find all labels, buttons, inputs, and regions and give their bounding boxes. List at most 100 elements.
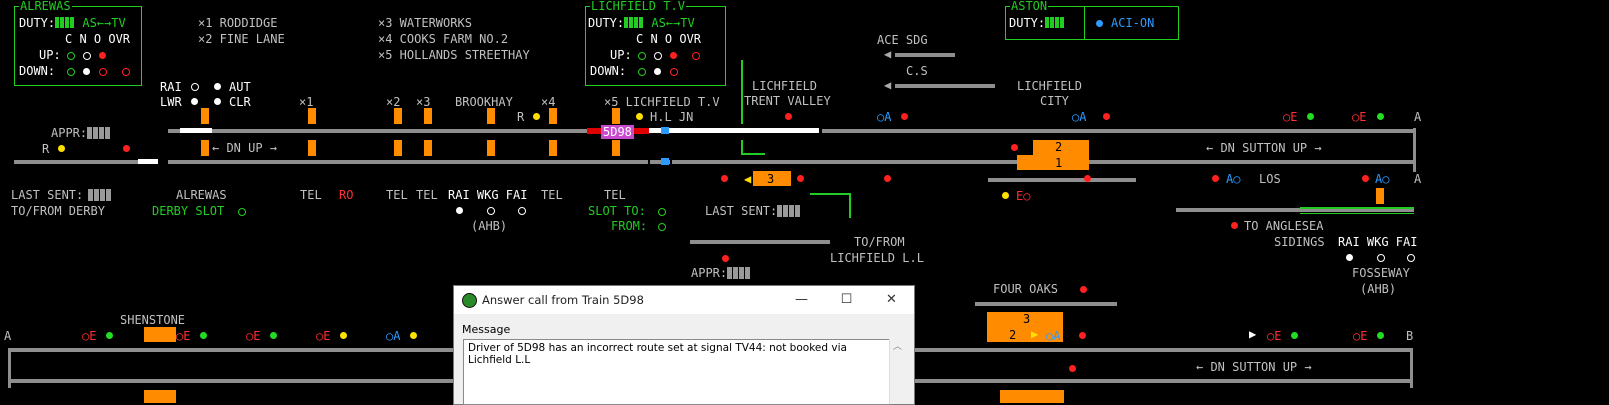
signal-green[interactable]: [1377, 113, 1384, 120]
signal-red[interactable]: [721, 175, 728, 182]
aut-indicator[interactable]: [214, 83, 221, 90]
track-down-sutton[interactable]: [8, 379, 453, 383]
message-textbox[interactable]: Driver of 5D98 has an incorrect route se…: [463, 339, 891, 405]
berth-2b[interactable]: 2: [1009, 328, 1017, 342]
crossing-box[interactable]: [201, 108, 209, 124]
track-anglesea[interactable]: [1176, 208, 1414, 212]
signal-red[interactable]: [1212, 175, 1219, 182]
track-route-set[interactable]: [138, 159, 158, 164]
alrewas-up-n[interactable]: [83, 52, 91, 60]
signal-red[interactable]: [1231, 222, 1238, 229]
berth-3[interactable]: 3: [767, 172, 775, 186]
track-route-set[interactable]: [649, 128, 819, 133]
signal-red[interactable]: [1103, 113, 1110, 120]
crossing-box[interactable]: [424, 140, 432, 156]
track-route-set[interactable]: [180, 128, 212, 133]
signal-yellow[interactable]: [410, 332, 417, 339]
four-oaks-platform-down[interactable]: [1000, 390, 1064, 403]
shenstone-platform-down[interactable]: [144, 390, 176, 403]
wkg-indicator[interactable]: [1377, 254, 1385, 262]
rai-indicator[interactable]: [191, 83, 199, 91]
berth-3b[interactable]: 3: [1023, 312, 1031, 326]
signal-red[interactable]: [1079, 332, 1086, 339]
clr-indicator[interactable]: [214, 98, 221, 105]
crossing-box[interactable]: [549, 140, 557, 156]
crossing-box[interactable]: [394, 140, 402, 156]
signal-yellow[interactable]: [1002, 192, 1009, 199]
aston-aci-label[interactable]: ACI-ON: [1111, 16, 1155, 30]
crossing-box[interactable]: [612, 108, 620, 124]
track-down-main[interactable]: [168, 160, 568, 164]
lichfield-tv-down-n[interactable]: [654, 68, 661, 75]
signal-red[interactable]: [1080, 286, 1087, 293]
derby-slot-indicator[interactable]: [238, 208, 246, 216]
signal-red[interactable]: [901, 113, 908, 120]
alrewas-up-o[interactable]: [99, 52, 106, 59]
track-cs[interactable]: [950, 84, 995, 88]
track-up-sutton[interactable]: [8, 348, 453, 352]
crossing-box[interactable]: [308, 140, 316, 156]
track-up-main[interactable]: [212, 129, 587, 133]
signal-green[interactable]: [1307, 113, 1314, 120]
lichfield-tv-platform[interactable]: [753, 171, 791, 186]
lichfield-tv-up-o[interactable]: [670, 52, 677, 59]
signal-red[interactable]: [123, 145, 130, 152]
signal-red[interactable]: [884, 175, 891, 182]
slot-to-indicator[interactable]: [658, 208, 666, 216]
minimize-button[interactable]: —: [795, 292, 808, 307]
lichfield-tv-duty-mode[interactable]: AS←→TV: [651, 16, 695, 30]
train-berth-5d98[interactable]: 5D98: [601, 125, 634, 139]
signal-green[interactable]: [200, 332, 207, 339]
lichfield-tv-up-ovr[interactable]: [692, 52, 700, 60]
alrewas-up-c[interactable]: [67, 52, 75, 60]
lichfield-city-platform[interactable]: [1017, 155, 1037, 170]
signal-red[interactable]: [1069, 365, 1076, 372]
signal-red[interactable]: [1084, 175, 1091, 182]
signal-green[interactable]: [1377, 332, 1384, 339]
crossing-box[interactable]: [612, 140, 620, 156]
track-lichfield-ll[interactable]: [690, 240, 830, 244]
dialog-titlebar[interactable]: Answer call from Train 5D98 — ☐ ✕: [454, 286, 914, 314]
wkg-indicator[interactable]: [487, 207, 495, 215]
signal-red[interactable]: [797, 175, 804, 182]
rai-indicator[interactable]: [456, 207, 463, 214]
signal-yellow[interactable]: [636, 113, 643, 120]
rai-indicator[interactable]: [1346, 254, 1353, 261]
label-tel-5[interactable]: TEL: [604, 188, 626, 202]
close-button[interactable]: ✕: [886, 292, 897, 307]
label-tel-4[interactable]: TEL: [541, 188, 563, 202]
slot-from-indicator[interactable]: [658, 223, 666, 231]
shenstone-platform[interactable]: [144, 327, 176, 342]
message-scrollbar[interactable]: ︿: [889, 339, 906, 404]
alrewas-down-c[interactable]: [67, 68, 75, 76]
track-section[interactable]: [568, 160, 648, 164]
lichfield-tv-down-c[interactable]: [638, 68, 646, 76]
fai-indicator[interactable]: [1407, 254, 1415, 262]
track-section[interactable]: [168, 129, 180, 133]
signal-green[interactable]: [106, 332, 113, 339]
track-up-main-east[interactable]: [822, 129, 1414, 133]
crossing-box[interactable]: [487, 108, 495, 124]
alrewas-down-ovr[interactable]: [122, 68, 130, 76]
berth-2[interactable]: 2: [1055, 140, 1063, 154]
maximize-button[interactable]: ☐: [840, 292, 853, 307]
track-down-derby[interactable]: [14, 160, 138, 164]
signal-yellow[interactable]: [533, 113, 540, 120]
four-oaks-platform[interactable]: [987, 312, 1063, 342]
lichfield-tv-up-c[interactable]: [638, 52, 646, 60]
crossing-box[interactable]: [549, 108, 557, 124]
chevron-up-icon[interactable]: ︿: [893, 342, 903, 352]
signal-green[interactable]: [270, 332, 277, 339]
crossing-box[interactable]: [201, 140, 209, 156]
track-four-oaks[interactable]: [975, 302, 1117, 306]
alrewas-down-n[interactable]: [83, 68, 90, 75]
lichfield-city-platform[interactable]: [1033, 140, 1089, 170]
signal-red[interactable]: [785, 113, 792, 120]
alrewas-duty-mode[interactable]: AS←→TV: [82, 16, 126, 30]
berth-1[interactable]: 1: [1055, 156, 1063, 170]
crossing-box[interactable]: [487, 140, 495, 156]
track-up-sutton-east[interactable]: [913, 348, 1413, 352]
label-tel-1[interactable]: TEL: [300, 188, 322, 202]
track-loop[interactable]: [988, 178, 1136, 182]
crossing-box[interactable]: [394, 108, 402, 124]
